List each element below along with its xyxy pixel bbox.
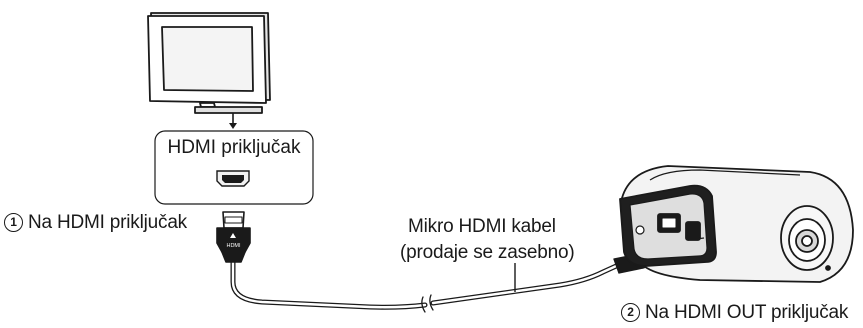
hdmi-port-icon [216, 170, 250, 187]
hdmi-plug-illustration: HDMI [216, 211, 251, 263]
camera-illustration [619, 165, 854, 283]
step1-label: 1 Na HDMI priključak [4, 212, 187, 234]
plug-marking: HDMI [226, 243, 241, 249]
down-arrow-icon [229, 113, 237, 129]
hdmi-port-label: HDMI priključak [167, 137, 301, 158]
step2-number-badge: 2 [621, 303, 640, 322]
step2-text: Na HDMI OUT priključak [645, 302, 849, 323]
step1-number-badge: 1 [4, 213, 23, 232]
hdmi-port-box [154, 130, 314, 205]
step1-text: Na HDMI priključak [28, 212, 187, 233]
step2-label: 2 Na HDMI OUT priključak [621, 302, 848, 324]
cable-label-line2: (prodaje se zasebno) [400, 242, 575, 263]
tv-illustration [147, 12, 271, 114]
cable-label-line1: Mikro HDMI kabel [408, 216, 556, 237]
micro-hdmi-cable [230, 243, 628, 313]
